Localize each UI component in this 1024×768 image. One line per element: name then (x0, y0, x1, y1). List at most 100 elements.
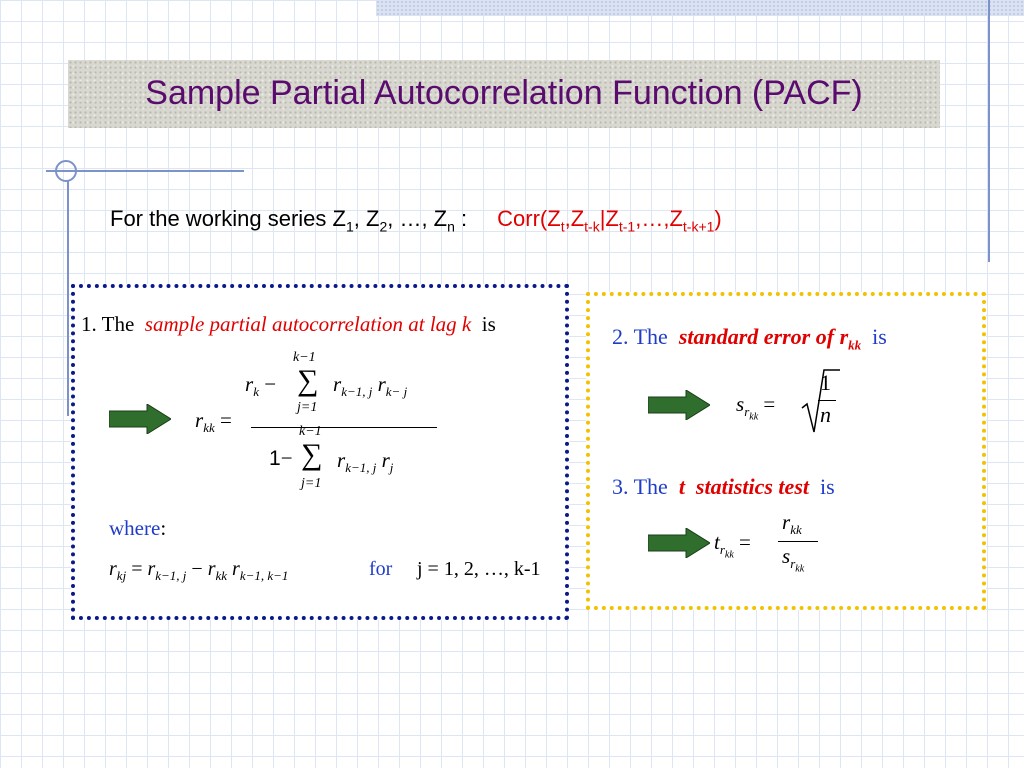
bullet-decor-line (46, 170, 244, 172)
item3-phrase: t statistics test (678, 474, 809, 499)
math-sub-r: r (790, 556, 796, 572)
corr-sub: t-k (584, 218, 600, 235)
corr-sub: t-k+1 (682, 218, 715, 235)
math-symbol: r (839, 324, 849, 349)
math-sub: kk (790, 522, 802, 538)
math-equals: = (131, 558, 143, 580)
item2-phrase: standard error of (678, 324, 835, 349)
math-equals: = (739, 530, 751, 554)
math-sub: k−1, j (341, 384, 373, 400)
math-sub: kk (848, 337, 862, 353)
corr-sub: t (560, 218, 565, 235)
item2-heading: 2. The standard error of rkk is (612, 324, 887, 353)
den-sum-upper-limit: k−1 (299, 424, 322, 439)
intro-text: For the working series Z (110, 206, 346, 231)
math-sub: k−1, j (155, 568, 187, 583)
item-number: 3. (612, 474, 629, 499)
corr-sub: t-1 (618, 218, 636, 235)
arrow-right-icon (648, 390, 710, 420)
numerator-sum-terms: rk−1, j rk− j (333, 372, 407, 400)
fraction-bar (251, 427, 437, 428)
arrow-right-icon (109, 404, 171, 434)
math-symbol: s (736, 392, 745, 416)
right-decor-line (988, 0, 990, 262)
math-sub: kk (203, 420, 215, 436)
math-symbol: r (109, 558, 117, 580)
item-is: is (481, 312, 496, 336)
item2-r: rkk (839, 324, 862, 353)
item-the: The (101, 312, 135, 336)
math-minus: − (191, 558, 203, 580)
math-sub-kk: kk (749, 411, 759, 423)
math-sub: k−1, k−1 (239, 568, 289, 583)
left-decor-line (67, 180, 69, 416)
math-symbol: r (195, 408, 204, 432)
rkj-formula: rkj = rk−1, j − rkk rk−1, k−1 (109, 558, 288, 584)
item-the: The (633, 474, 668, 499)
title-bar: Sample Partial Autocorrelation Function … (68, 60, 940, 128)
corr-text: ) (714, 206, 722, 231)
se-fraction-bar (818, 400, 836, 401)
denominator-one: 1− (269, 446, 293, 471)
arrow-right-icon (648, 528, 710, 558)
math-symbol: r (245, 372, 254, 396)
item-is: is (820, 474, 835, 499)
math-sub: k−1, j (345, 460, 377, 476)
math-symbol: r (782, 510, 791, 534)
sigma-icon: ∑ (301, 438, 323, 471)
corr-text: ,…,Z (635, 206, 683, 231)
item-is: is (872, 324, 887, 349)
sigma-icon: ∑ (297, 364, 319, 397)
where-colon: : (160, 516, 167, 540)
math-sub: k− j (385, 384, 408, 400)
se-lhs: srkk = (736, 392, 775, 423)
top-decor-band (376, 0, 1024, 16)
math-sub: k (253, 384, 259, 400)
where-text: where (109, 516, 161, 540)
intro-sub: n (447, 218, 455, 235)
math-symbol: r (207, 558, 216, 580)
se-numerator: 1 (820, 370, 831, 395)
corr-text: ,Z (564, 206, 585, 231)
math-minus: − (264, 372, 277, 396)
den-sum-lower-limit: j=1 (301, 476, 322, 491)
intro-sub: 1 (345, 218, 354, 235)
item1-heading: 1. The sample partial autocorrelation at… (81, 312, 496, 337)
page-title: Sample Partial Autocorrelation Function … (145, 74, 863, 112)
math-sub: j (389, 460, 394, 476)
math-sub-kk: kk (724, 549, 734, 561)
sum-lower-limit: j=1 (297, 400, 318, 415)
math-minus: − (280, 446, 293, 470)
rkk-lhs: rkk = (195, 408, 232, 436)
math-sub: rkk (719, 542, 734, 561)
math-sub-r: r (719, 542, 725, 558)
math-symbol: r (381, 448, 390, 472)
math-sub: rkk (744, 404, 758, 423)
math-symbol: r (147, 558, 156, 580)
item3-heading: 3. The t statistics test is (612, 474, 835, 500)
math-equals: = (763, 392, 776, 416)
math-sub: rkk (790, 556, 804, 575)
j-range: j = 1, 2, …, k-1 (417, 558, 541, 580)
standard-error-box: 2. The standard error of rkk is srkk = 1… (586, 292, 986, 610)
numerator-first-term: rk − (245, 372, 276, 400)
se-denominator: n (820, 402, 831, 427)
item1-phrase: sample partial autocorrelation at lag k (144, 312, 472, 336)
corr-text: Corr(Z (497, 206, 561, 231)
item-number: 2. (612, 324, 629, 349)
math-sub: kk (215, 568, 228, 583)
sum-upper-limit: k−1 (293, 350, 316, 365)
item-the: The (633, 324, 668, 349)
bullet-decor-circle (55, 160, 77, 182)
intro-text: : (454, 206, 468, 231)
item-number: 1. (81, 312, 97, 336)
math-symbol: r (333, 372, 342, 396)
for-label: for (369, 558, 393, 580)
math-sub-r: r (744, 404, 750, 420)
sqrt-icon (801, 369, 840, 433)
math-symbol: r (337, 448, 346, 472)
math-sub: kj (116, 568, 127, 583)
math-symbol: r (232, 558, 240, 580)
math-symbol: s (782, 544, 791, 568)
intro-text: , Z (353, 206, 380, 231)
